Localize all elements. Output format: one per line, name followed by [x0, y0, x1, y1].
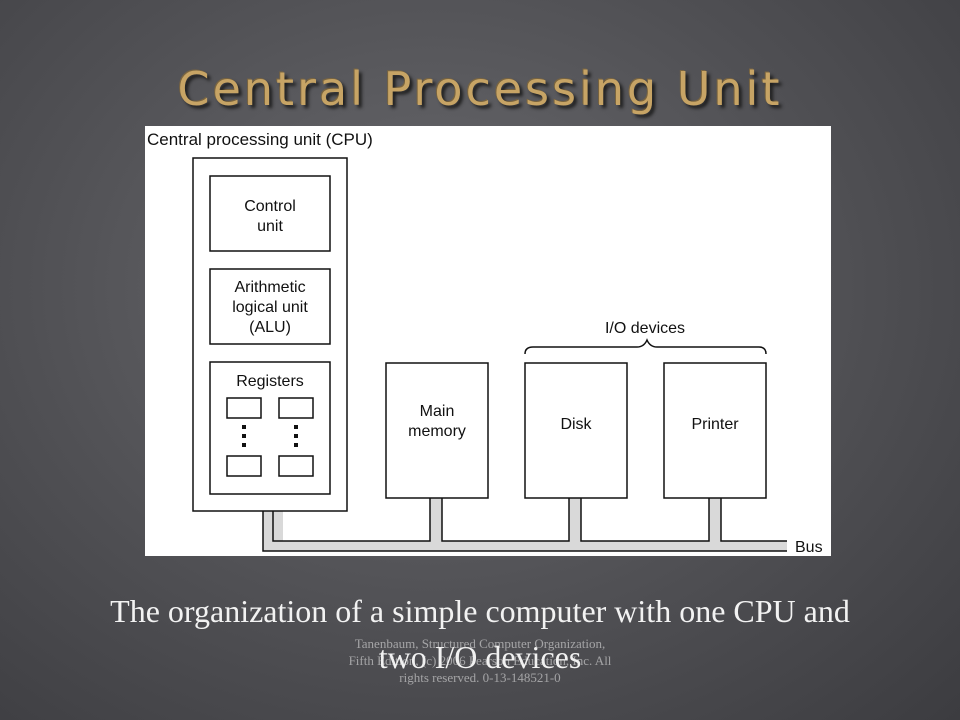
control-unit-line-2: unit: [257, 218, 283, 235]
printer-label: Printer: [691, 416, 739, 433]
alu-box: [209, 268, 331, 345]
printer-box: [663, 362, 767, 499]
slide-title: Central Processing Unit: [177, 62, 783, 116]
register-ellipsis: [242, 425, 298, 447]
register-cell: [226, 455, 262, 477]
bus-label: Bus: [795, 539, 823, 556]
registers-label: Registers: [236, 373, 304, 390]
main-memory-line-1: Main: [420, 403, 455, 420]
register-cell: [226, 397, 262, 419]
bus: [262, 498, 787, 552]
copyright-credit: Tanenbaum, Structured Computer Organizat…: [348, 636, 612, 685]
register-cell: [278, 455, 314, 477]
disk-label: Disk: [560, 416, 592, 433]
io-devices-brace: [524, 338, 767, 355]
slide-caption: The organization of a simple computer wi…: [110, 593, 850, 675]
alu-line-3: (ALU): [249, 319, 291, 336]
main-memory-box: [385, 362, 489, 499]
register-cell: [278, 397, 314, 419]
control-unit-box: [209, 175, 331, 252]
diagram-canvas: Central processing unit (CPU) Bus Contro…: [147, 130, 823, 556]
disk-box: [524, 362, 628, 499]
alu-line-1: Arithmetic: [234, 279, 305, 296]
cpu-label: Central processing unit (CPU): [147, 130, 373, 149]
control-unit-line-1: Control: [244, 198, 296, 215]
alu-line-2: logical unit: [232, 299, 308, 316]
io-devices-label: I/O devices: [605, 320, 685, 337]
main-memory-line-2: memory: [408, 423, 466, 440]
cpu-organization-diagram: Central processing unit (CPU) Bus Contro…: [145, 126, 831, 556]
